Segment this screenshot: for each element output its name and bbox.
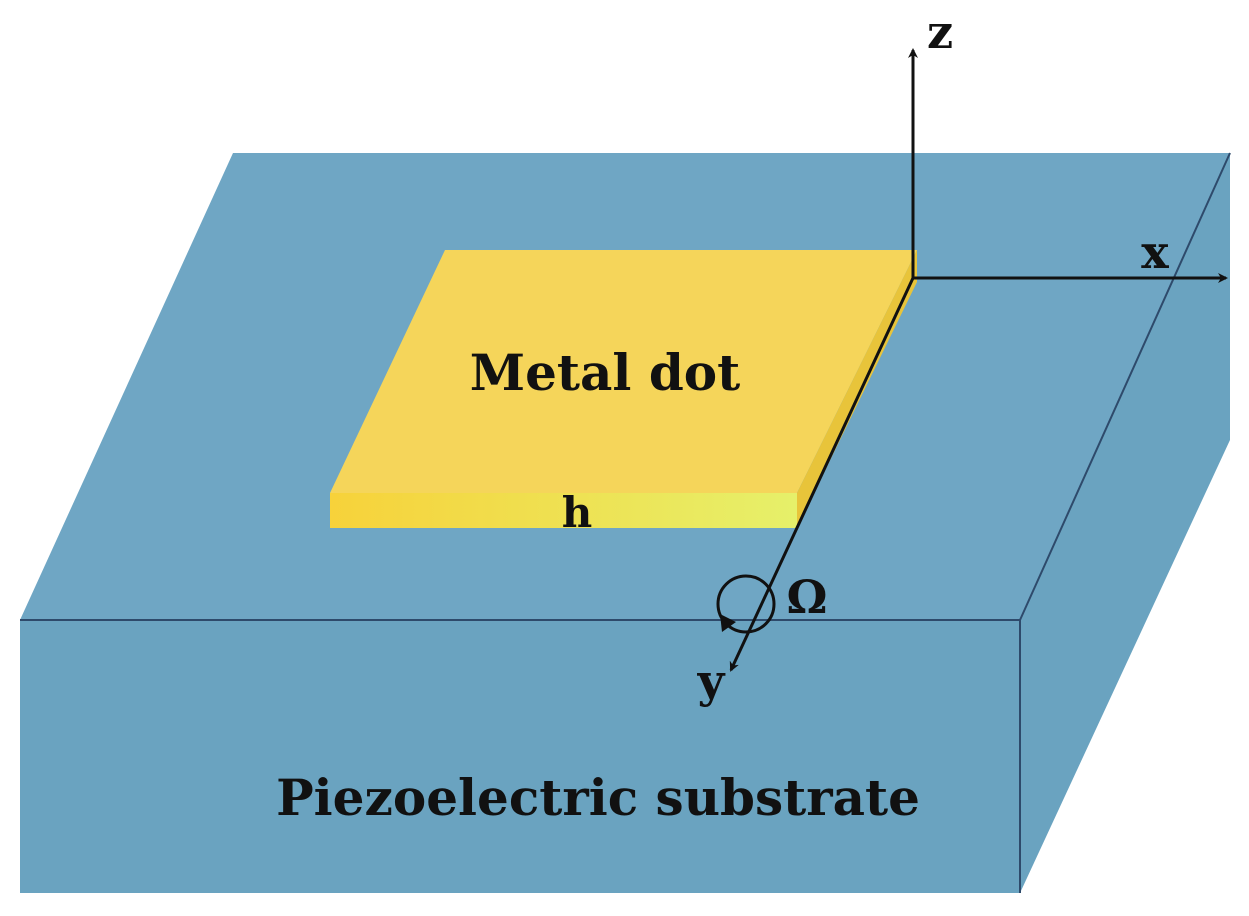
y-axis-label: y	[697, 654, 726, 708]
metal-dot-top-face	[330, 250, 917, 493]
metal-dot-front-face	[330, 493, 797, 528]
thickness-label: h	[562, 488, 593, 537]
rotation-label: Ω	[787, 570, 828, 624]
metal-dot-label: Metal dot	[470, 343, 740, 402]
substrate-edges	[20, 152, 1231, 893]
substrate-front-face	[20, 620, 1020, 893]
y-axis	[729, 277, 915, 672]
substrate-label: Piezoelectric substrate	[276, 768, 920, 827]
rotation-arrow-icon	[720, 614, 736, 632]
rotation-circle	[716, 574, 776, 634]
z-axis-label: z	[927, 5, 953, 59]
metal-dot-right-face	[797, 250, 917, 528]
substrate-right-face	[1020, 153, 1230, 893]
x-axis-label: x	[1141, 225, 1169, 279]
